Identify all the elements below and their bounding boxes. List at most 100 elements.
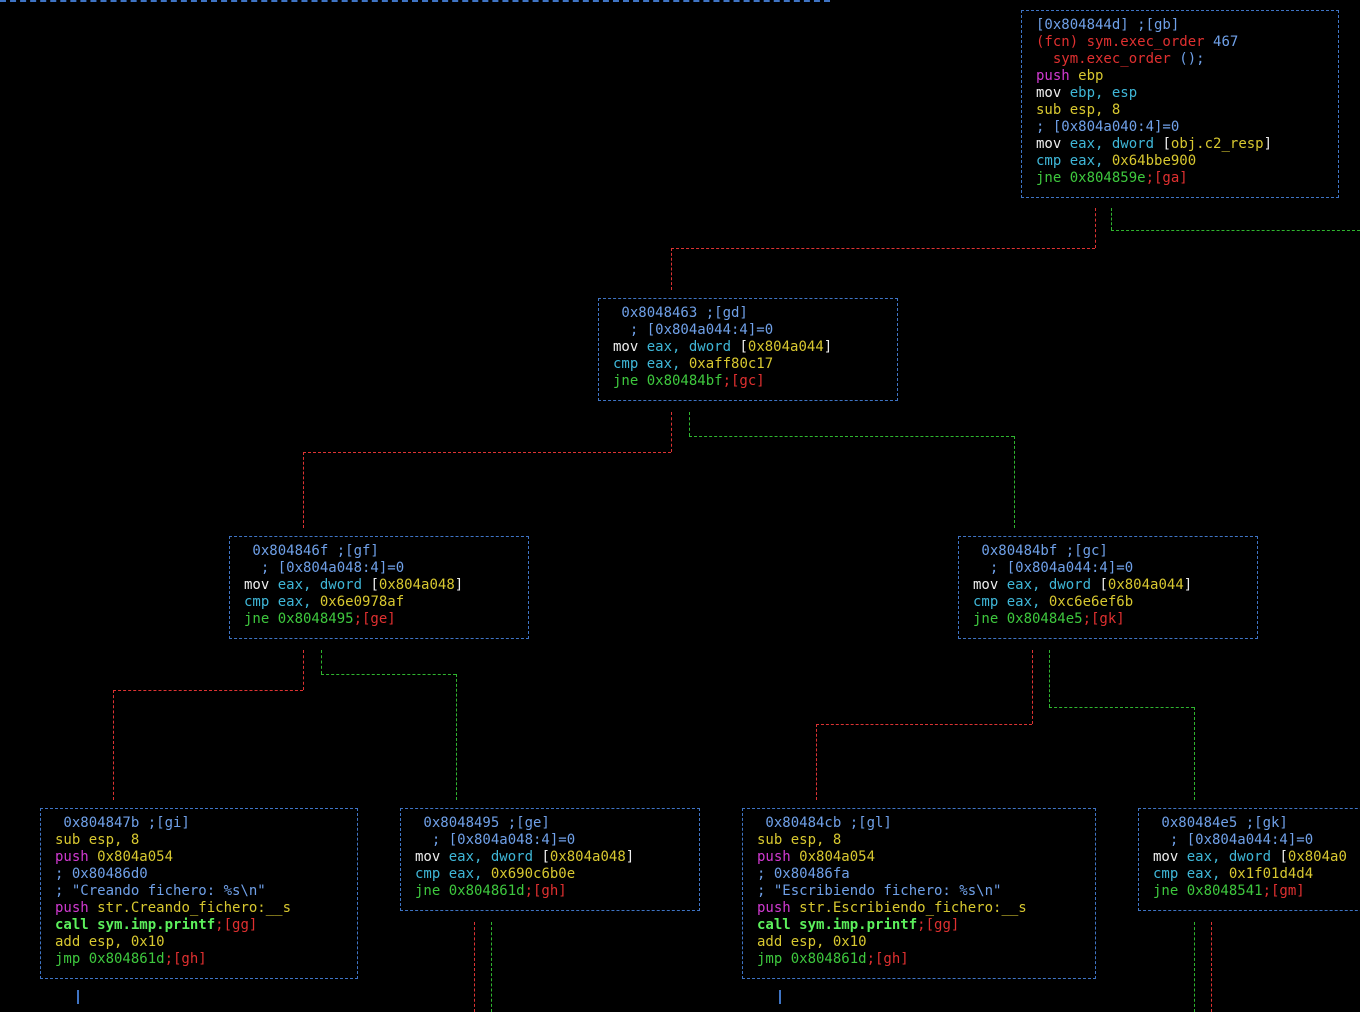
asm-token: 0x8048495 ;[ge]: [415, 815, 550, 831]
asm-token: ; "Escribiendo fichero: %s\n": [757, 883, 1002, 899]
node-header-gb: [0x804844d] ;[gb]: [1036, 17, 1338, 34]
asm-line: cmp eax, 0x64bbe900: [1036, 153, 1338, 170]
asm-token: 0x804861d: [790, 951, 867, 967]
asm-token: ; [0x804a048:4]=0: [244, 560, 405, 576]
edge-gd-gc-green: [1014, 436, 1015, 528]
asm-token: 0x804a044: [747, 339, 824, 355]
asm-line: ; [0x804a048:4]=0: [415, 832, 699, 849]
node-header-gf: 0x804846f ;[gf]: [244, 543, 528, 560]
asm-token: 0x804a054: [799, 849, 876, 865]
asm-token: sub: [55, 832, 89, 848]
asm-line: call sym.imp.printf;[gg]: [55, 917, 357, 934]
asm-token: push: [55, 900, 98, 916]
asm-token: mov: [415, 849, 449, 865]
asm-token: sym.imp.printf: [799, 917, 918, 933]
asm-token: call: [55, 917, 98, 933]
asm-token: eax,: [1069, 153, 1112, 169]
asm-line: jne 0x804861d;[gh]: [415, 883, 699, 900]
asm-token: 0x804859e: [1069, 170, 1146, 186]
asm-token: 467: [1204, 34, 1239, 50]
asm-token: sym.exec_order: [1036, 51, 1180, 67]
asm-line: mov eax, dword [0x804a0: [1153, 849, 1360, 866]
asm-line: push str.Escribiendo_fichero:__s: [757, 900, 1095, 917]
top-border-line: [0, 0, 830, 2]
asm-token: mov: [1153, 849, 1187, 865]
asm-token: 0x804847b ;[gi]: [55, 815, 190, 831]
asm-token: ;[gk]: [1082, 611, 1125, 627]
asm-token: eax,: [646, 339, 689, 355]
asm-token: jne: [1153, 883, 1187, 899]
asm-line: ; [0x804a040:4]=0: [1036, 119, 1338, 136]
edge-gc-gk-green: [1049, 650, 1050, 707]
asm-token: str.Creando_fichero:__s: [97, 900, 292, 916]
asm-token: ebp: [1078, 68, 1104, 84]
asm-token: add: [757, 934, 791, 950]
edge-gb-ga-green: [1111, 230, 1360, 231]
asm-token: push: [757, 900, 800, 916]
asm-token: 0x80484e5 ;[gk]: [1153, 815, 1288, 831]
asm-line: ; [0x804a048:4]=0: [244, 560, 528, 577]
edge-gf-gi-red: [303, 650, 304, 690]
asm-token: ; 0x80486d0: [55, 866, 148, 882]
asm-line: mov ebp, esp: [1036, 85, 1338, 102]
asm-token: 0x804a044: [1107, 577, 1184, 593]
graph-node-gb[interactable]: [0x804844d] ;[gb](fcn) sym.exec_order 46…: [1021, 10, 1339, 198]
asm-line: sub esp, 8: [1036, 102, 1338, 119]
asm-line: sub esp, 8: [55, 832, 357, 849]
asm-token: ;[gm]: [1262, 883, 1305, 899]
edge-gk-out-red: [1211, 922, 1212, 1012]
asm-token: [: [1099, 577, 1108, 593]
asm-token: ; 0x80486fa: [757, 866, 850, 882]
edge-ge-out-red: [474, 922, 475, 1012]
asm-token: ();: [1179, 51, 1205, 67]
asm-token: push: [55, 849, 98, 865]
asm-token: 0x8048495: [277, 611, 354, 627]
asm-token: 0xc6e6ef6b: [1048, 594, 1134, 610]
edge-gb-gd-red: [1095, 208, 1096, 248]
edge-gl-out-blue: [779, 990, 781, 1004]
edge-gf-ge-green: [321, 650, 322, 674]
asm-token: [0x804844d] ;[gb]: [1036, 17, 1180, 33]
node-header-gk: 0x80484e5 ;[gk]: [1153, 815, 1360, 832]
asm-line: push 0x804a054: [55, 849, 357, 866]
asm-token: esp, 8: [88, 832, 140, 848]
edge-gc-gl-red: [816, 724, 1032, 725]
asm-token: mov: [973, 577, 1007, 593]
edge-gb-gd-red: [671, 248, 1095, 249]
asm-token: cmp: [1036, 153, 1070, 169]
asm-token: add: [55, 934, 89, 950]
asm-line: jmp 0x804861d;[gh]: [55, 951, 357, 968]
asm-token: sub: [1036, 102, 1070, 118]
asm-line: jne 0x8048541;[gm]: [1153, 883, 1360, 900]
edge-gd-gf-red: [303, 452, 671, 453]
asm-token: esp, 0x10: [790, 934, 867, 950]
asm-token: esp, 8: [790, 832, 842, 848]
asm-line: jne 0x80484e5;[gk]: [973, 611, 1257, 628]
asm-token: eax,: [1006, 594, 1049, 610]
asm-token: eax,: [448, 866, 491, 882]
asm-token: dword: [490, 849, 542, 865]
asm-token: mov: [1036, 136, 1070, 152]
asm-token: eax,: [1069, 136, 1112, 152]
asm-line: ; 0x80486d0: [55, 866, 357, 883]
asm-token: sym.exec_order: [1086, 34, 1205, 50]
edge-gi-out-blue: [77, 990, 79, 1004]
asm-token: dword: [1048, 577, 1100, 593]
asm-token: [: [1162, 136, 1171, 152]
edge-gf-ge-green: [321, 674, 456, 675]
asm-line: ; 0x80486fa: [757, 866, 1095, 883]
asm-token: ebp, esp: [1069, 85, 1138, 101]
edge-gc-gl-red: [1032, 650, 1033, 724]
asm-token: mov: [1036, 85, 1070, 101]
edge-gb-gd-red: [671, 248, 672, 290]
asm-token: push: [1036, 68, 1079, 84]
asm-token: dword: [688, 339, 740, 355]
edge-ge-out-green: [491, 922, 492, 1012]
